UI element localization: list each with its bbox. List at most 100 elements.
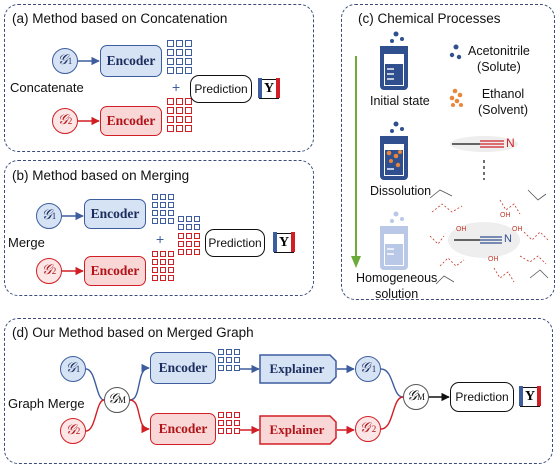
state-homogeneous-label: Homogeneous solution xyxy=(356,271,438,301)
embedding-cell xyxy=(194,233,200,239)
encoder-bottom-box: Encoder xyxy=(150,413,216,445)
embedding-cell xyxy=(152,202,158,208)
embedding-cell xyxy=(186,233,192,239)
embedding-cell xyxy=(160,210,166,216)
hydroxyl-label: OH xyxy=(456,226,467,233)
embedding-cell xyxy=(176,125,183,132)
acetonitrile-legend-label: Acetonitrile (Solute) xyxy=(468,44,530,74)
prediction-box: Prediction xyxy=(450,382,514,412)
embedding-cell xyxy=(176,98,183,105)
embedding-cell xyxy=(178,249,184,255)
embedding-cell xyxy=(160,275,166,281)
ethanol-legend-label: Ethanol (Solvent) xyxy=(478,87,529,117)
embedding-cell xyxy=(167,107,174,114)
embedding-cell xyxy=(176,49,183,56)
embedding-cell xyxy=(226,412,232,418)
embedding-grid-red xyxy=(152,251,174,281)
embedding-cell xyxy=(167,125,174,132)
embedding-cell xyxy=(194,224,200,230)
merged-grid-blue xyxy=(178,216,200,230)
embedding-grid-red xyxy=(218,412,240,434)
explainer-top-box: Explainer xyxy=(269,361,325,376)
embedding-cell xyxy=(218,412,224,418)
embedding-cell xyxy=(168,210,174,216)
embedding-cell xyxy=(168,267,174,273)
merge-label: Merge xyxy=(8,235,45,250)
embedding-cell xyxy=(185,67,192,74)
embedding-cell xyxy=(168,194,174,200)
explainer-bottom-box: Explainer xyxy=(269,422,325,437)
embedding-cell xyxy=(160,267,166,273)
panel-d-title: (d) Our Method based on Merged Graph xyxy=(12,325,254,340)
acetonitrile-legend-icon xyxy=(449,44,462,60)
embedding-cell xyxy=(194,249,200,255)
panel-merging xyxy=(4,160,314,296)
embedding-cell xyxy=(167,40,174,47)
embedding-cell xyxy=(167,49,174,56)
output-y: Y xyxy=(273,232,295,253)
encoder-bottom-box: Encoder xyxy=(84,256,146,286)
embedding-cell xyxy=(168,202,174,208)
embedding-cell xyxy=(186,249,192,255)
embedding-cell xyxy=(168,251,174,257)
panel-merged-graph xyxy=(4,318,553,464)
hydroxyl-label-2: OH xyxy=(512,226,523,233)
embedding-cell xyxy=(152,275,158,281)
embedding-cell xyxy=(234,357,240,363)
embedding-cell xyxy=(176,107,183,114)
embedding-grid-blue xyxy=(218,349,240,371)
graph-merge-label: Graph Merge xyxy=(8,396,85,411)
encoder-top-box: Encoder xyxy=(100,45,162,77)
embedding-cell xyxy=(186,241,192,247)
embedding-cell xyxy=(178,224,184,230)
beaker-homogeneous-icon xyxy=(380,211,408,270)
embedding-cell xyxy=(178,216,184,222)
embedding-cell xyxy=(176,67,183,74)
embedding-cell xyxy=(234,412,240,418)
merged-grid-red xyxy=(178,233,200,255)
embedding-grid-blue xyxy=(167,40,192,74)
embedding-cell xyxy=(185,49,192,56)
panel-b-title: (b) Method based on Merging xyxy=(12,168,190,183)
embedding-cell xyxy=(152,259,158,265)
embedding-cell xyxy=(226,365,232,371)
embedding-cell xyxy=(194,216,200,222)
state-dissolution-label: Dissolution xyxy=(370,184,432,198)
embedding-grid-blue xyxy=(152,194,174,224)
embedding-cell xyxy=(178,241,184,247)
embedding-cell xyxy=(218,420,224,426)
embedding-cell xyxy=(226,420,232,426)
panel-a-title: (a) Method based on Concatenation xyxy=(12,11,228,26)
encoder-top-box: Encoder xyxy=(84,199,146,229)
embedding-cell xyxy=(185,125,192,132)
embedding-cell xyxy=(194,241,200,247)
encoder-bottom-box: Encoder xyxy=(100,106,162,136)
embedding-grid-red xyxy=(167,98,192,132)
embedding-cell xyxy=(226,428,232,434)
panel-concatenation xyxy=(4,4,314,152)
embedding-cell xyxy=(186,216,192,222)
embedding-cell xyxy=(167,67,174,74)
embedding-cell xyxy=(176,40,183,47)
embedding-cell xyxy=(218,357,224,363)
embedding-cell xyxy=(152,210,158,216)
embedding-cell xyxy=(234,365,240,371)
output-y: Y xyxy=(258,78,280,99)
embedding-cell xyxy=(160,218,166,224)
embedding-cell xyxy=(167,116,174,123)
embedding-cell xyxy=(234,349,240,355)
embedding-cell xyxy=(160,259,166,265)
panel-c-title: (c) Chemical Processes xyxy=(358,11,501,26)
embedding-cell xyxy=(152,251,158,257)
prediction-box: Prediction xyxy=(190,75,252,103)
embedding-cell xyxy=(218,428,224,434)
embedding-cell xyxy=(185,107,192,114)
beaker-initial-icon xyxy=(380,31,408,90)
embedding-cell xyxy=(186,224,192,230)
